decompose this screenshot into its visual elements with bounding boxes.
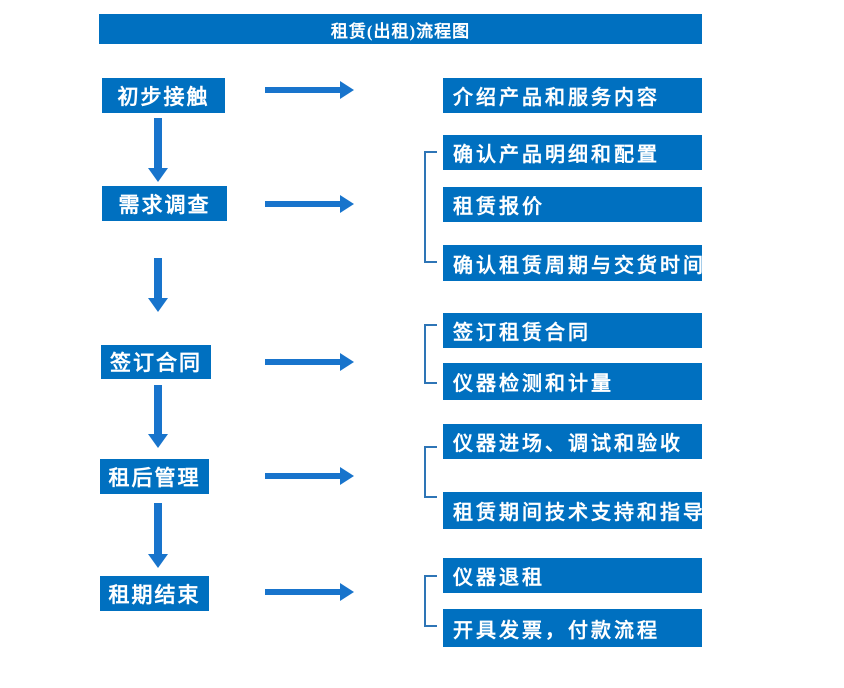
detail-box-confirm-period: 确认租赁周期与交货时间 <box>443 245 703 281</box>
right-arrow-icon-1 <box>340 81 354 99</box>
detail-box-tech-support: 租赁期间技术支持和指导 <box>443 492 703 529</box>
down-arrow-icon-1 <box>148 168 168 182</box>
group-bracket-sign-contract <box>424 324 437 384</box>
detail-box-instrument-testing: 仪器检测和计量 <box>443 363 702 400</box>
flowchart-title: 租赁(出租)流程图 <box>99 14 702 44</box>
detail-box-sign-rental-contract: 签订租赁合同 <box>443 313 702 348</box>
group-bracket-demand-survey <box>424 151 437 263</box>
detail-box-rental-quote: 租赁报价 <box>443 187 702 222</box>
down-arrow-icon-2 <box>148 298 168 312</box>
detail-box-instrument-return: 仪器退租 <box>443 558 702 593</box>
group-bracket-rental-end <box>424 575 437 627</box>
right-arrow-icon-5 <box>340 583 354 601</box>
detail-box-invoice-payment: 开具发票，付款流程 <box>443 609 702 647</box>
step-box-sign-contract: 签订合同 <box>101 345 211 379</box>
step-box-initial-contact: 初步接触 <box>102 78 225 113</box>
down-arrow-shaft-4 <box>154 503 162 554</box>
step-box-post-rental: 租后管理 <box>100 459 209 494</box>
down-arrow-shaft-3 <box>154 385 162 434</box>
down-arrow-shaft-2 <box>154 258 162 298</box>
right-arrow-shaft-2 <box>265 201 340 207</box>
right-arrow-shaft-1 <box>265 87 340 93</box>
detail-box-instrument-setup: 仪器进场、调试和验收 <box>443 424 702 459</box>
down-arrow-icon-3 <box>148 434 168 448</box>
down-arrow-shaft-1 <box>154 118 162 168</box>
right-arrow-shaft-4 <box>265 473 340 479</box>
detail-box-confirm-details: 确认产品明细和配置 <box>443 135 702 170</box>
group-bracket-post-rental <box>424 446 437 498</box>
step-box-rental-end: 租期结束 <box>100 576 209 611</box>
detail-box-introduce-products: 介绍产品和服务内容 <box>443 78 702 113</box>
right-arrow-shaft-5 <box>265 589 340 595</box>
step-box-demand-survey: 需求调查 <box>102 186 227 221</box>
right-arrow-icon-3 <box>340 353 354 371</box>
right-arrow-shaft-3 <box>265 359 340 365</box>
down-arrow-icon-4 <box>148 554 168 568</box>
right-arrow-icon-2 <box>340 195 354 213</box>
right-arrow-icon-4 <box>340 467 354 485</box>
